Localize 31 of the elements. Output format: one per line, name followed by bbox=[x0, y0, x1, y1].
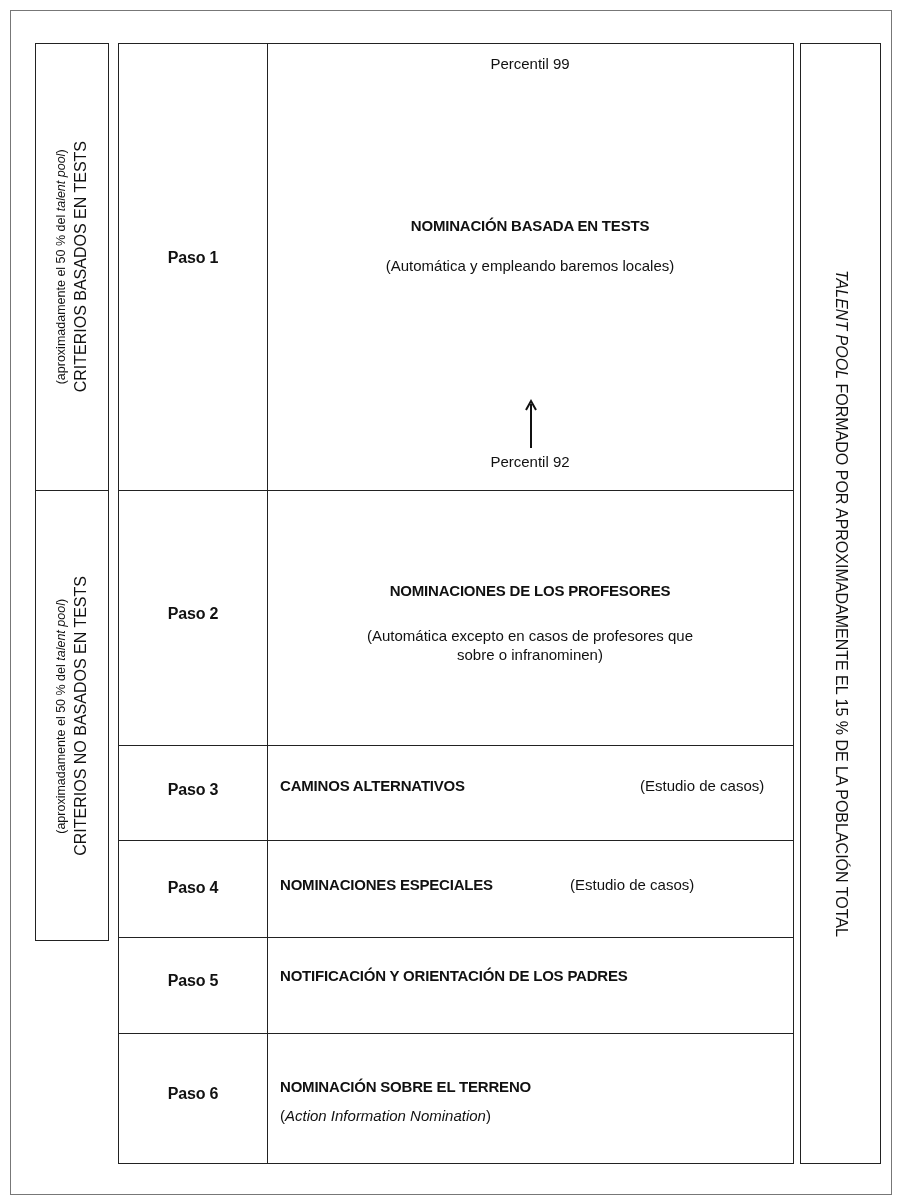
summary-panel bbox=[800, 43, 881, 1164]
step-title: NOTIFICACIÓN Y ORIENTACIÓN DE LOS PADRES bbox=[280, 966, 629, 985]
step-note: (Estudio de casos) bbox=[640, 776, 766, 795]
step-title: NOMINACIÓN SOBRE EL TERRENO bbox=[280, 1077, 532, 1096]
step-number-cell bbox=[118, 1033, 268, 1164]
panel-note: (aproximadamente el 50 % del talent pool) bbox=[54, 598, 68, 833]
step-label: Paso 4 bbox=[166, 878, 220, 897]
step-label: Paso 5 bbox=[166, 970, 220, 990]
step-title: NOMINACIONES DE LOS PROFESORES bbox=[388, 581, 672, 600]
step-note: (Action Information Nomination) bbox=[280, 1106, 492, 1125]
step-label: Paso 3 bbox=[166, 780, 220, 799]
step-note: (Estudio de casos) bbox=[570, 875, 696, 894]
step-title: CAMINOS ALTERNATIVOS bbox=[280, 776, 466, 795]
step-label: Paso 6 bbox=[166, 1083, 220, 1103]
panel-heading: CRITERIOS BASADOS EN TESTS bbox=[72, 141, 90, 393]
step-note: (Automática y empleando baremos locales) bbox=[384, 256, 676, 275]
criteria-panel bbox=[35, 43, 109, 491]
step-label: Paso 1 bbox=[166, 248, 220, 267]
step-title: NOMINACIÓN BASADA EN TESTS bbox=[409, 216, 651, 235]
step-label: Paso 2 bbox=[166, 604, 220, 623]
step-number-cell bbox=[118, 43, 268, 491]
percentile-label: Percentil 92 bbox=[489, 452, 571, 471]
step-cell bbox=[267, 43, 794, 491]
panel-note: (aproximadamente el 50 % del talent pool) bbox=[54, 149, 68, 385]
step-cell bbox=[267, 1033, 794, 1164]
step-title: NOMINACIONES ESPECIALES bbox=[280, 875, 494, 894]
panel-heading: CRITERIOS NO BASADOS EN TESTS bbox=[72, 575, 90, 856]
criteria-panel bbox=[35, 490, 109, 941]
percentile-label: Percentil 99 bbox=[489, 54, 571, 73]
panel-text: TALENT POOL FORMADO POR APROXIMADAMENTE EL 15 % DE LA POBLACIÓN TOTAL bbox=[831, 270, 850, 937]
step-note: (Automática excepto en casos de profesores que sobre o infranominen) bbox=[366, 626, 694, 664]
